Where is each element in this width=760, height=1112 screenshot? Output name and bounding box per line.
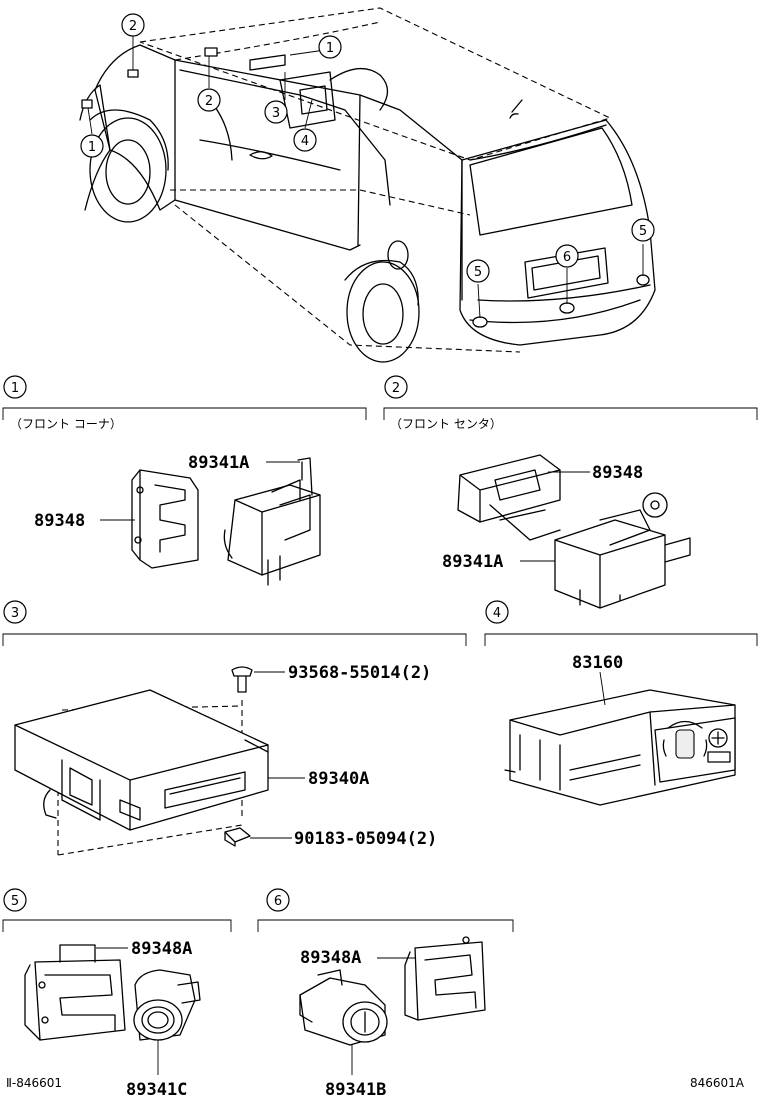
bracket-89348-front-center [457,454,561,541]
svg-text:89348: 89348 [34,511,85,531]
sensor-89341b [299,969,388,1046]
figure-ref-right: 846601A [690,1076,745,1090]
sensor-89341a-front-corner [223,457,321,586]
svg-text:6: 6 [563,250,571,265]
svg-text:89340A: 89340A [308,769,369,789]
callout-2-lower: 2 [197,88,221,112]
svg-text:1: 1 [326,41,334,56]
section-1: 1 （フロント コーナ） 89348 89341A [2,375,367,586]
callout-1-upper: 1 [318,35,342,59]
bracket-89348a-rear-corner [24,944,126,1041]
svg-text:89341A: 89341A [188,453,249,473]
svg-text:2: 2 [205,94,213,109]
svg-text:4: 4 [493,606,501,621]
switch-83160 [504,689,736,806]
svg-text:89348: 89348 [592,463,643,483]
sensor-89341c [133,969,201,1041]
section-6: 6 89341B 89348A [257,888,514,1100]
section-4: 4 83160 [484,600,758,806]
callout-5-left: 5 [466,259,490,283]
svg-text:5: 5 [474,265,482,280]
callout-3: 3 [264,100,288,124]
svg-text:4: 4 [301,134,309,149]
svg-text:90183-05094(2): 90183-05094(2) [294,829,437,849]
sensor-89341a-front-center [554,492,691,609]
svg-text:（フロント センタ）: （フロント センタ） [390,417,502,431]
svg-text:3: 3 [272,106,280,121]
section-2: 2 （フロント センタ） 89348 89341A [383,375,758,609]
svg-text:（フロント コーナ）: （フロント コーナ） [10,417,122,431]
svg-text:2: 2 [129,19,137,34]
section-3: 3 93568-55014(2) 89340A [2,600,467,856]
svg-text:89341A: 89341A [442,552,503,572]
ecu-89340a [14,689,269,831]
callout-2-upper: 2 [121,13,145,37]
figure-ref-left: Ⅱ-846601 [6,1076,62,1090]
svg-text:2: 2 [392,381,400,396]
callout-4: 4 [293,128,317,152]
svg-text:93568-55014(2): 93568-55014(2) [288,663,431,683]
callout-6: 6 [555,244,579,268]
callout-5-right: 5 [631,218,655,242]
vehicle-overview [79,7,656,363]
bracket-89348-front-corner [131,469,199,569]
svg-text:89341C: 89341C [126,1080,187,1100]
svg-text:83160: 83160 [572,653,623,673]
svg-text:89341B: 89341B [325,1080,386,1100]
svg-text:6: 6 [274,894,282,909]
section-5: 5 89348A 89341C [2,888,232,1100]
callout-1-lower: 1 [80,134,104,158]
svg-text:5: 5 [11,894,19,909]
svg-text:1: 1 [11,381,19,396]
screw-93568 [231,666,253,693]
svg-text:89348A: 89348A [131,939,192,959]
bracket-89348a-rear-center [404,936,486,1021]
svg-text:5: 5 [639,224,647,239]
svg-text:1: 1 [88,140,96,155]
svg-text:3: 3 [11,606,19,621]
svg-text:89348A: 89348A [300,948,361,968]
clip-nut-90183 [224,827,251,847]
